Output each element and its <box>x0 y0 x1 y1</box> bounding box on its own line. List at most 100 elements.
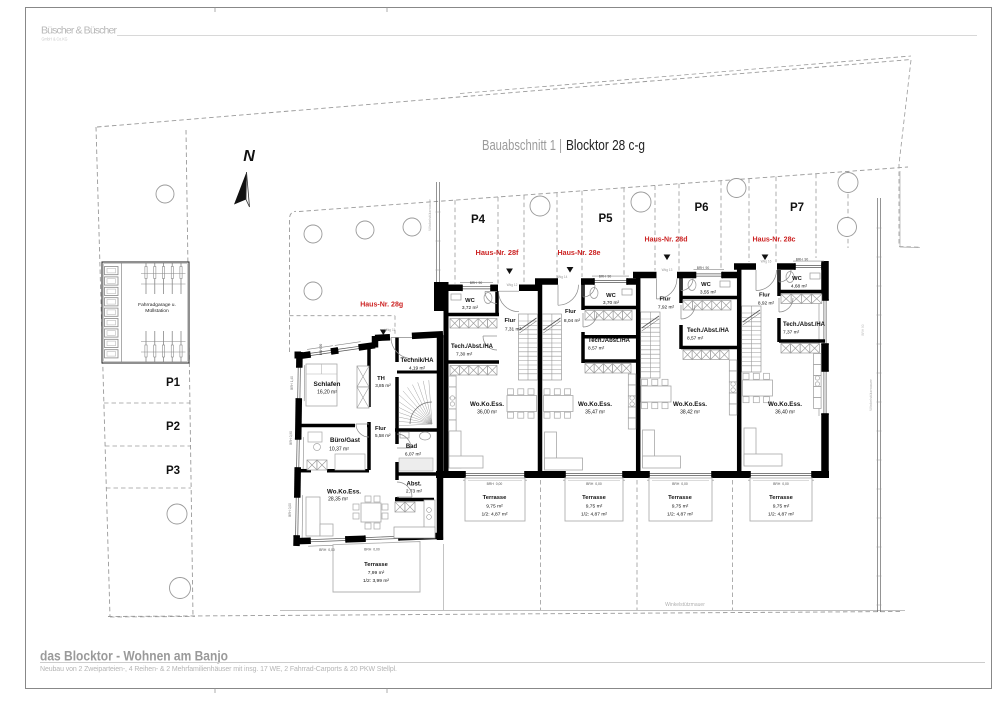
svg-text:TH: TH <box>377 376 385 382</box>
svg-text:16,20 m²: 16,20 m² <box>317 390 337 396</box>
svg-text:35,47 m²: 35,47 m² <box>585 410 605 416</box>
svg-text:Wo.Ko.Ess.: Wo.Ko.Ess. <box>327 489 361 496</box>
svg-text:Flur: Flur <box>660 297 672 303</box>
svg-text:Haus-Nr. 28f: Haus-Nr. 28f <box>476 248 520 257</box>
svg-text:BRH 90: BRH 90 <box>319 344 323 356</box>
svg-text:BRH 90: BRH 90 <box>470 281 483 285</box>
svg-text:BRH 0,00: BRH 0,00 <box>364 548 380 552</box>
svg-text:Tech./Abst./HA: Tech./Abst./HA <box>451 344 494 350</box>
svg-text:Fahrradgarage u.: Fahrradgarage u. <box>138 302 176 308</box>
svg-text:7,30 m²: 7,30 m² <box>456 352 473 358</box>
svg-text:WC: WC <box>792 276 802 282</box>
svg-text:Büscher & Büscher: Büscher & Büscher <box>41 25 118 37</box>
svg-text:Flur: Flur <box>505 318 517 324</box>
svg-text:Wo.Ko.Ess.: Wo.Ko.Ess. <box>578 401 612 408</box>
svg-text:1/2: 3,99 m²: 1/2: 3,99 m² <box>363 578 389 584</box>
svg-text:Wkg 11: Wkg 11 <box>385 328 396 332</box>
svg-text:38,42 m²: 38,42 m² <box>680 410 700 416</box>
svg-text:5,58 m²: 5,58 m² <box>375 433 391 438</box>
svg-text:BRH 0,00: BRH 0,00 <box>487 482 503 486</box>
svg-text:3,55 m²: 3,55 m² <box>700 290 717 296</box>
svg-text:1/2: 4,87 m²: 1/2: 4,87 m² <box>581 512 607 518</box>
svg-text:Flur: Flur <box>759 293 771 299</box>
svg-text:Müllstation: Müllstation <box>145 308 169 314</box>
svg-text:P2: P2 <box>166 421 180 433</box>
svg-text:Tech./Abst./HA: Tech./Abst./HA <box>588 338 631 344</box>
svg-text:GmbH & Co.KG: GmbH & Co.KG <box>42 37 68 42</box>
svg-text:WC: WC <box>465 298 475 304</box>
svg-text:3,72 m²: 3,72 m² <box>462 305 479 311</box>
svg-text:P3: P3 <box>166 465 180 477</box>
svg-text:Wkg 12: Wkg 12 <box>507 283 518 287</box>
svg-text:BRH 0,00: BRH 0,00 <box>586 482 602 486</box>
svg-text:Tech./Abst./HA: Tech./Abst./HA <box>687 328 730 334</box>
svg-text:2,73 m²: 2,73 m² <box>406 489 423 495</box>
svg-text:BRH 1,40: BRH 1,40 <box>290 376 294 390</box>
svg-text:8,57 m²: 8,57 m² <box>687 336 704 342</box>
svg-text:4,19 m²: 4,19 m² <box>409 366 426 372</box>
svg-text:Wo.Ko.Ess.: Wo.Ko.Ess. <box>768 401 802 408</box>
svg-text:Wo.Ko.Ess.: Wo.Ko.Ess. <box>673 401 707 408</box>
svg-text:7,31 m²: 7,31 m² <box>505 327 522 333</box>
svg-text:Flur: Flur <box>565 309 577 315</box>
svg-text:Schlafen: Schlafen <box>314 381 341 388</box>
svg-text:28,35 m²: 28,35 m² <box>328 497 348 503</box>
svg-text:BRH 90: BRH 90 <box>697 266 710 270</box>
svg-text:Winkelstützmauer: Winkelstützmauer <box>427 198 432 230</box>
svg-text:Haus-Nr. 28g: Haus-Nr. 28g <box>360 300 403 309</box>
svg-text:Bauabschnitt 1 |: Bauabschnitt 1 | <box>482 138 562 154</box>
svg-text:das Blocktor - Wohnen am Banjo: das Blocktor - Wohnen am Banjo <box>40 649 228 664</box>
svg-text:3,70 m²: 3,70 m² <box>603 300 620 306</box>
svg-text:Flur: Flur <box>375 426 387 432</box>
svg-text:7,37 m²: 7,37 m² <box>783 330 800 336</box>
svg-text:Terrasse: Terrasse <box>582 495 607 501</box>
svg-text:9,75 m²: 9,75 m² <box>773 504 790 510</box>
svg-text:BRH 0,00: BRH 0,00 <box>288 503 292 517</box>
svg-text:P5: P5 <box>598 213 613 225</box>
svg-text:3,85 m²: 3,85 m² <box>375 383 391 388</box>
svg-text:8,57 m²: 8,57 m² <box>588 346 605 352</box>
svg-text:4,68 m²: 4,68 m² <box>791 284 808 290</box>
svg-text:Wkg 16: Wkg 16 <box>761 260 772 264</box>
svg-text:BRH 0,90: BRH 0,90 <box>289 431 293 445</box>
svg-text:Winkelstützmauer: Winkelstützmauer <box>868 378 873 410</box>
svg-text:36,00 m²: 36,00 m² <box>477 410 497 416</box>
svg-text:BRH 0,00: BRH 0,00 <box>319 548 335 552</box>
svg-text:7,92 m²: 7,92 m² <box>658 305 675 311</box>
svg-text:Technik/HA: Technik/HA <box>401 358 435 364</box>
svg-text:6,07 m²: 6,07 m² <box>405 452 422 458</box>
svg-text:9,75 m²: 9,75 m² <box>672 504 689 510</box>
svg-text:8,92 m²: 8,92 m² <box>758 301 775 307</box>
svg-text:1/2: 4,87 m²: 1/2: 4,87 m² <box>667 512 693 518</box>
svg-text:Wkg 13: Wkg 13 <box>662 268 673 272</box>
svg-text:9,75 m²: 9,75 m² <box>586 504 603 510</box>
svg-text:10,37 m²: 10,37 m² <box>329 447 349 453</box>
svg-text:36,40 m²: 36,40 m² <box>775 410 795 416</box>
svg-text:P4: P4 <box>471 214 486 226</box>
svg-text:9,75 m²: 9,75 m² <box>486 504 503 510</box>
svg-text:Terrasse: Terrasse <box>483 495 508 501</box>
svg-text:Haus-Nr. 28e: Haus-Nr. 28e <box>558 248 601 257</box>
svg-text:Bad: Bad <box>406 444 418 450</box>
svg-text:P6: P6 <box>694 202 708 214</box>
svg-text:1/2: 4,87 m²: 1/2: 4,87 m² <box>481 512 507 518</box>
svg-text:Terrasse: Terrasse <box>364 562 389 568</box>
svg-text:BRH 90: BRH 90 <box>861 324 865 335</box>
svg-text:Wkg 14: Wkg 14 <box>557 275 568 279</box>
svg-text:Blocktor 28 c-g: Blocktor 28 c-g <box>566 138 645 154</box>
svg-text:Winkelstützmauer: Winkelstützmauer <box>665 602 705 608</box>
svg-text:N: N <box>243 148 255 165</box>
svg-text:BRH 0,00: BRH 0,00 <box>672 482 688 486</box>
svg-text:8,04 m²: 8,04 m² <box>564 318 581 324</box>
svg-text:WC: WC <box>701 282 711 288</box>
svg-text:P1: P1 <box>166 377 181 389</box>
svg-text:Haus-Nr. 28c: Haus-Nr. 28c <box>753 235 796 244</box>
svg-text:Tech./Abst./HA: Tech./Abst./HA <box>783 322 826 328</box>
svg-text:Abst.: Abst. <box>407 482 422 488</box>
svg-text:Haus-Nr. 28d: Haus-Nr. 28d <box>645 235 688 244</box>
svg-text:1/2: 4,87 m²: 1/2: 4,87 m² <box>768 512 794 518</box>
svg-text:BRH 90: BRH 90 <box>796 258 809 262</box>
svg-text:WC: WC <box>606 293 616 299</box>
svg-text:7,99 m²: 7,99 m² <box>368 570 385 576</box>
svg-text:BRH 90: BRH 90 <box>599 275 612 279</box>
